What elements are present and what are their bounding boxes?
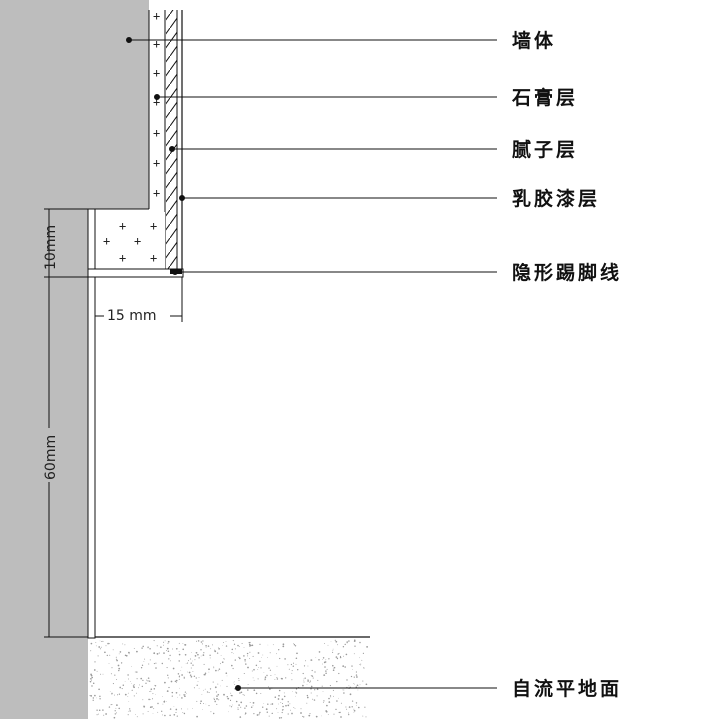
svg-text:+: +	[153, 66, 160, 80]
label-skirting: 隐形踢脚线	[512, 261, 622, 284]
putty-layer	[166, 10, 177, 270]
svg-text:+: +	[119, 251, 126, 265]
label-latex: 乳胶漆层	[512, 187, 600, 210]
dimension-height: 60mm	[40, 277, 88, 638]
svg-text:+: +	[150, 251, 157, 265]
dimension-depth: 15 mm	[94, 277, 183, 324]
svg-text:+: +	[103, 234, 110, 248]
wall-body	[0, 0, 149, 719]
svg-text:+: +	[153, 156, 160, 170]
svg-text:+: +	[134, 234, 141, 248]
label-gypsum: 石膏层	[511, 86, 578, 109]
gypsum-filler	[95, 212, 165, 269]
svg-text:+: +	[153, 9, 160, 23]
hidden-skirting-profile	[87, 208, 184, 639]
gypsum-layer	[149, 10, 165, 209]
label-putty: 腻子层	[511, 139, 578, 161]
dimension-depth-label: 15 mm	[107, 308, 157, 324]
dimension-gap: 10mm	[43, 208, 88, 278]
svg-text:+: +	[153, 95, 160, 109]
svg-text:+: +	[153, 186, 160, 200]
self-leveling-floor	[88, 637, 370, 719]
label-floor: 自流平地面	[512, 677, 622, 700]
svg-text:+: +	[150, 219, 157, 233]
svg-text:+: +	[153, 126, 160, 140]
leader-lines	[126, 37, 497, 691]
svg-text:+: +	[119, 219, 126, 233]
gypsum-plus-marks: + + + + + + + + + + + + +	[103, 9, 160, 265]
floor-texture	[89, 639, 368, 719]
label-wall: 墙体	[512, 29, 556, 52]
svg-text:+: +	[153, 37, 160, 51]
dimension-height-label: 60mm	[43, 435, 59, 480]
dimension-gap-label: 10mm	[43, 225, 59, 270]
